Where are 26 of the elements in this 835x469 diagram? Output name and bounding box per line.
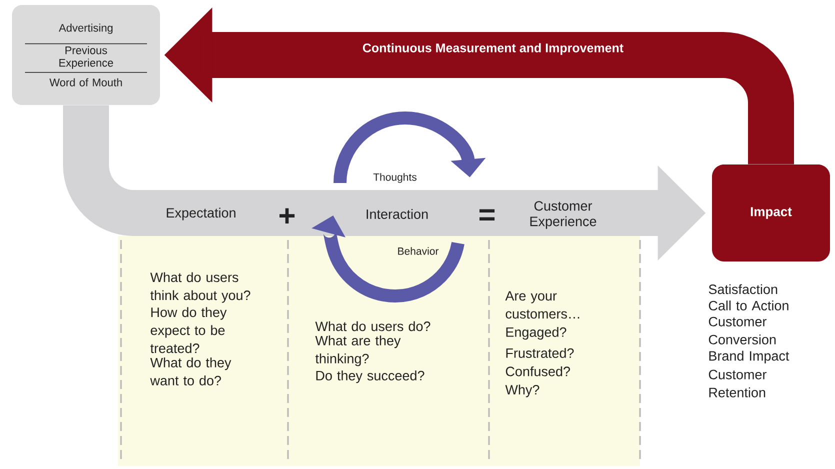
- impact-item: Call to Action: [708, 300, 788, 310]
- stage-label: Customer Experience: [530, 201, 596, 229]
- stage-label: Interaction: [366, 209, 428, 219]
- question-text: Are your customers…: [505, 291, 580, 319]
- operator-sign: +: [280, 208, 295, 224]
- question-text: Do they succeed?: [316, 370, 424, 384]
- question-text: Confused?: [506, 366, 570, 376]
- arrow-label: Thoughts: [373, 173, 416, 183]
- arrow-label: Behavior: [398, 247, 439, 255]
- question-text: What are they thinking?: [315, 336, 401, 366]
- impact-box: Impact: [712, 164, 830, 262]
- impact-item: Customer Retention: [708, 370, 766, 398]
- question-text: What do they want to do?: [150, 358, 232, 386]
- stage-label: Expectation: [166, 208, 236, 220]
- operator-sign: =: [479, 209, 495, 221]
- question-text: Engaged?: [506, 327, 566, 340]
- source-box: Advertising Previous Experience Word of Mouth: [12, 5, 160, 105]
- question-text: What do users do?: [315, 321, 430, 332]
- impact-item: Customer Conversion: [708, 316, 776, 344]
- question-text: How do they expect to be treated?: [150, 307, 227, 354]
- question-text: Frustrated?: [506, 348, 574, 358]
- question-text: What do users think about you?: [150, 272, 250, 303]
- impact-item: Satisfaction: [708, 284, 778, 294]
- edge-label: Continuous Measurement and Improvement: [361, 42, 625, 56]
- question-text: Why?: [505, 384, 540, 398]
- impact-item: Brand Impact: [709, 350, 790, 364]
